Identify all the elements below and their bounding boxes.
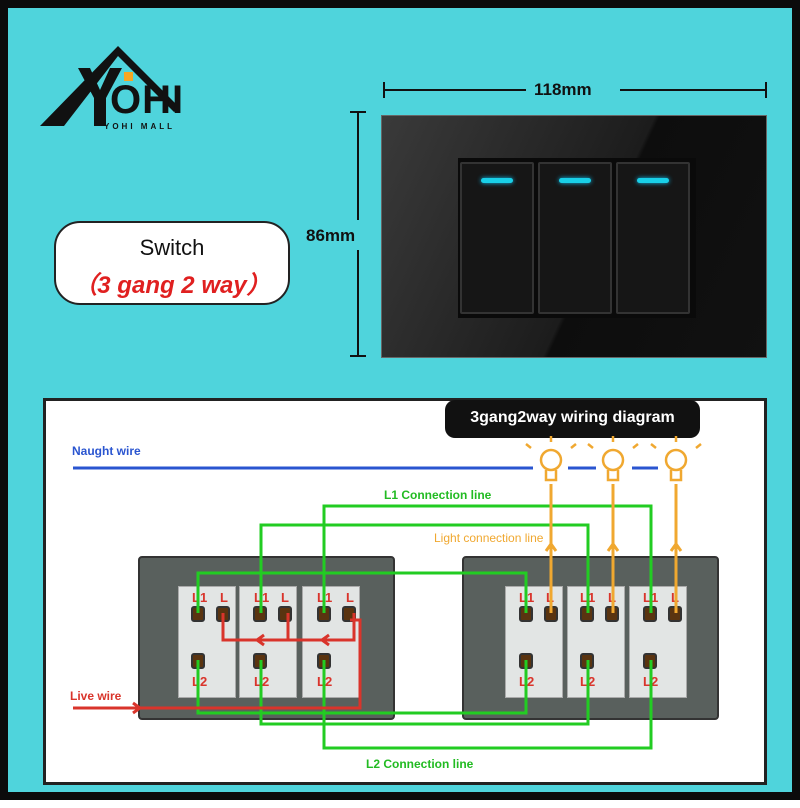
indicator-led xyxy=(559,178,591,183)
wiring-lines xyxy=(73,436,702,750)
dimension-lines xyxy=(350,82,767,357)
l2-connection-lines xyxy=(196,660,653,750)
diagram-title: 3gang2way wiring diagram xyxy=(445,400,700,438)
switch-subtitle: （3 gang 2 way） xyxy=(73,272,271,299)
terminal-l1-label: L1 xyxy=(192,590,208,605)
naught-wire-label: Naught wire xyxy=(72,444,141,458)
bulb-icon xyxy=(587,436,639,482)
module xyxy=(567,586,625,698)
width-dimension: 118mm xyxy=(534,80,592,99)
indicator-led xyxy=(481,178,513,183)
switch-title: Switch xyxy=(139,235,205,260)
logo-tagline: YOHI MALL xyxy=(104,122,175,131)
rocker-1 xyxy=(460,162,534,314)
bulb-icon xyxy=(650,436,702,482)
logo-house-icon xyxy=(40,46,180,126)
rocker-3 xyxy=(616,162,690,314)
module xyxy=(239,586,297,698)
terminal-l-label: L xyxy=(281,590,289,605)
terminal-l-label: L xyxy=(346,590,354,605)
bulb-icon xyxy=(525,436,577,482)
terminal-l-label: L xyxy=(220,590,228,605)
live-wire-line xyxy=(73,613,362,715)
logo-text: OHI xyxy=(110,78,185,122)
switch-badge: Switch （3 gang 2 way） xyxy=(54,221,290,305)
l1-connection-lines xyxy=(196,504,653,613)
terminal-l2-label: L2 xyxy=(192,674,208,689)
light-connection-lines xyxy=(544,484,683,613)
live-wire-label: Live wire xyxy=(70,689,122,703)
module xyxy=(505,586,563,698)
light-connection-label: Light connection line xyxy=(434,531,544,545)
switch-plate xyxy=(381,115,767,358)
indicator-led xyxy=(637,178,669,183)
height-dimension: 86mm xyxy=(306,226,356,245)
l2-connection-label: L2 Connection line xyxy=(366,757,474,771)
rocker-2 xyxy=(538,162,612,314)
l1-connection-label: L1 Connection line xyxy=(384,488,492,502)
module xyxy=(178,586,236,698)
